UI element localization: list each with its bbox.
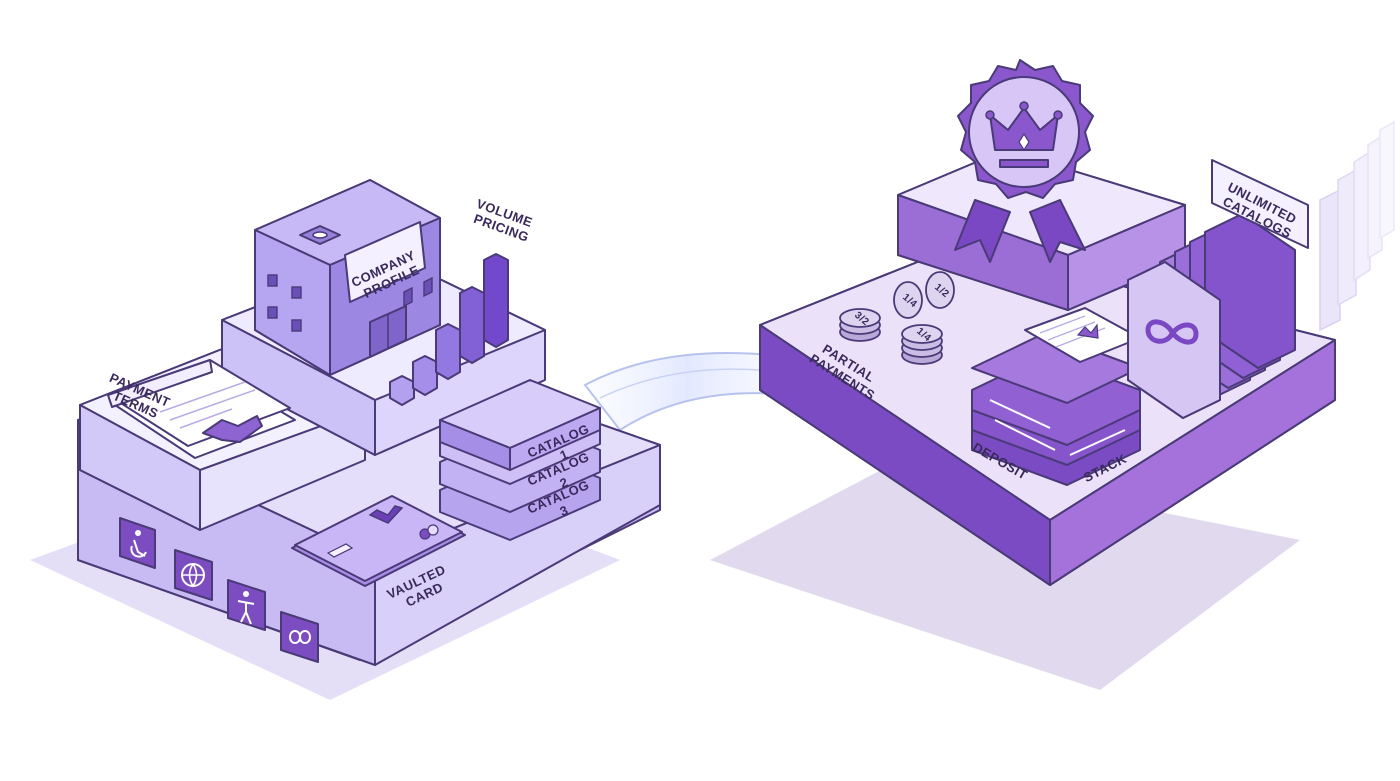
company-building (254, 179, 441, 376)
coins (839, 271, 955, 365)
unlimited-folders (1127, 159, 1309, 419)
coin-stack-right (901, 324, 943, 365)
folder-trail (1319, 120, 1395, 332)
deposit-document (1024, 307, 1141, 363)
accessibility-icon (119, 517, 156, 569)
volume-pricing-label: VOLUME PRICING (469, 196, 538, 246)
coin-stack-left (839, 308, 881, 342)
crown-badge (954, 59, 1094, 263)
unlimited-catalogs-sign (1211, 159, 1309, 249)
crown-icon (985, 101, 1063, 168)
payment-terms-document (107, 359, 296, 459)
vaulted-card (291, 495, 466, 587)
person-icon (227, 579, 266, 631)
coin-upright-top (893, 281, 923, 319)
folder-infinity-icon (1145, 319, 1199, 345)
right-platform: 1/4 1/2 3/2 1/4 PARTIAL PAYMENTS DEPOSIT… (759, 59, 1395, 586)
catalog-stack (439, 379, 601, 541)
handshake-icon (202, 415, 263, 443)
volume-pricing-chart (389, 253, 509, 406)
deposit-stack (971, 307, 1141, 486)
left-platform: PAYMENT TERMS COMPANY PRO (77, 179, 661, 666)
infinity-icon (280, 611, 319, 663)
globe-icon (174, 549, 213, 601)
coin-upright-right (925, 271, 955, 309)
